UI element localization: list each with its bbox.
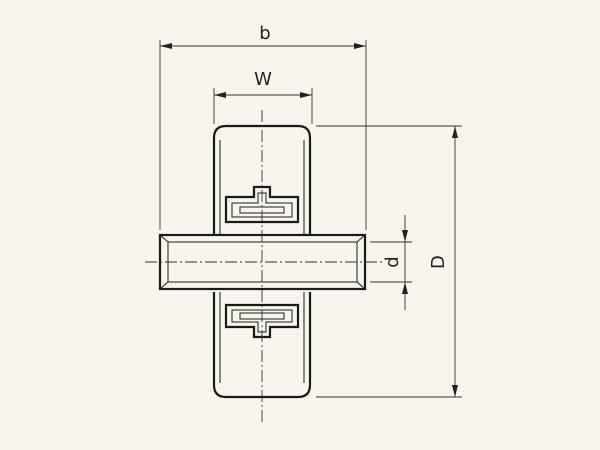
dimension-d-large-label: D: [428, 255, 449, 269]
dimension-w-label: W: [254, 69, 272, 90]
dimension-d-large: [316, 125, 462, 398]
dimension-w: [213, 88, 313, 124]
dimension-d-small: [370, 215, 412, 310]
dimension-b: [159, 40, 367, 230]
dimension-b-label: b: [259, 23, 270, 44]
dimension-d-small-label: d: [382, 256, 403, 267]
